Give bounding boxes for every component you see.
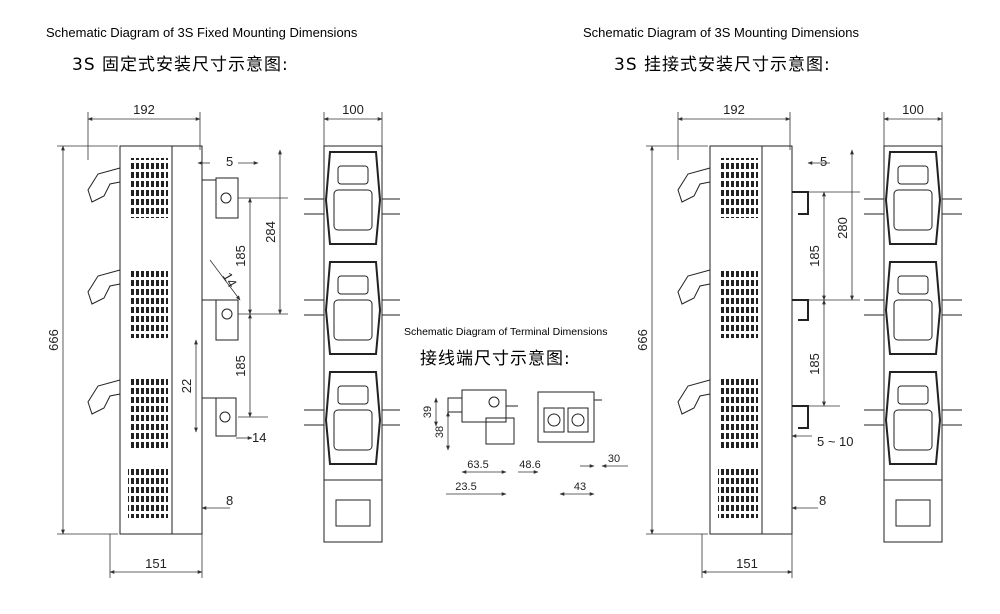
fixed-front-view <box>304 145 400 543</box>
dim-terminal-h2: 38 <box>434 426 446 438</box>
dim-hanging-height: 666 <box>635 329 650 351</box>
fixed-dimension-lines <box>57 112 288 578</box>
dim-terminal-w2: 23.5 <box>455 481 476 493</box>
fixed-side-view <box>87 145 239 535</box>
dim-fixed-width-bottom: 151 <box>145 556 167 571</box>
hanging-front-view <box>864 145 962 543</box>
title-hanging-en: Schematic Diagram of 3S Mounting Dimensi… <box>583 25 860 40</box>
dim-hanging-range: 5 ~ 10 <box>817 434 854 449</box>
title-terminal-cn: 接线端尺寸示意图: <box>420 349 571 369</box>
hanging-side-view <box>677 145 809 535</box>
dim-terminal-w1: 63.5 <box>467 459 488 471</box>
dim-hanging-offset-bottom: 8 <box>819 493 826 508</box>
dim-hanging-pitch-2: 185 <box>807 353 822 375</box>
dim-fixed-width-top: 192 <box>133 102 155 117</box>
title-hanging-cn: 3S 挂接式安装尺寸示意图: <box>614 55 831 75</box>
dim-fixed-pitch-2: 185 <box>233 355 248 377</box>
dim-front-width-right: 100 <box>902 102 924 117</box>
dim-fixed-gap: 22 <box>179 379 194 393</box>
hanging-dimension-lines <box>646 112 860 578</box>
fixed-front-dimension <box>323 112 383 146</box>
dim-fixed-height: 666 <box>46 329 61 351</box>
dim-hanging-pitch-1: 185 <box>807 245 822 267</box>
title-fixed-cn: 3S 固定式安装尺寸示意图: <box>72 55 289 75</box>
dim-hanging-offset-top: 5 <box>820 154 827 169</box>
dim-fixed-offset-bottom: 8 <box>226 493 233 508</box>
hanging-front-dimension <box>883 112 943 146</box>
dim-front-width-left: 100 <box>342 102 364 117</box>
dim-hanging-pitch-total: 280 <box>835 217 850 239</box>
dim-terminal-w4: 43 <box>574 481 586 493</box>
dim-fixed-hole-dia: 14 <box>220 270 240 290</box>
dim-terminal-h1: 39 <box>422 406 434 418</box>
dim-fixed-offset-side: 14 <box>252 430 266 445</box>
terminal-dimension-lines <box>434 397 628 496</box>
terminal-views <box>447 389 602 445</box>
dim-hanging-width-top: 192 <box>723 102 745 117</box>
dim-fixed-pitch-total: 284 <box>263 221 278 243</box>
dim-fixed-offset-top: 5 <box>226 154 233 169</box>
dim-terminal-w3: 48.6 <box>519 459 540 471</box>
title-terminal-en: Schematic Diagram of Terminal Dimensions <box>404 326 608 338</box>
dim-terminal-w5: 30 <box>608 453 620 465</box>
title-fixed-en: Schematic Diagram of 3S Fixed Mounting D… <box>46 25 358 40</box>
dim-fixed-pitch-1: 185 <box>233 245 248 267</box>
dim-hanging-width-bottom: 151 <box>736 556 758 571</box>
